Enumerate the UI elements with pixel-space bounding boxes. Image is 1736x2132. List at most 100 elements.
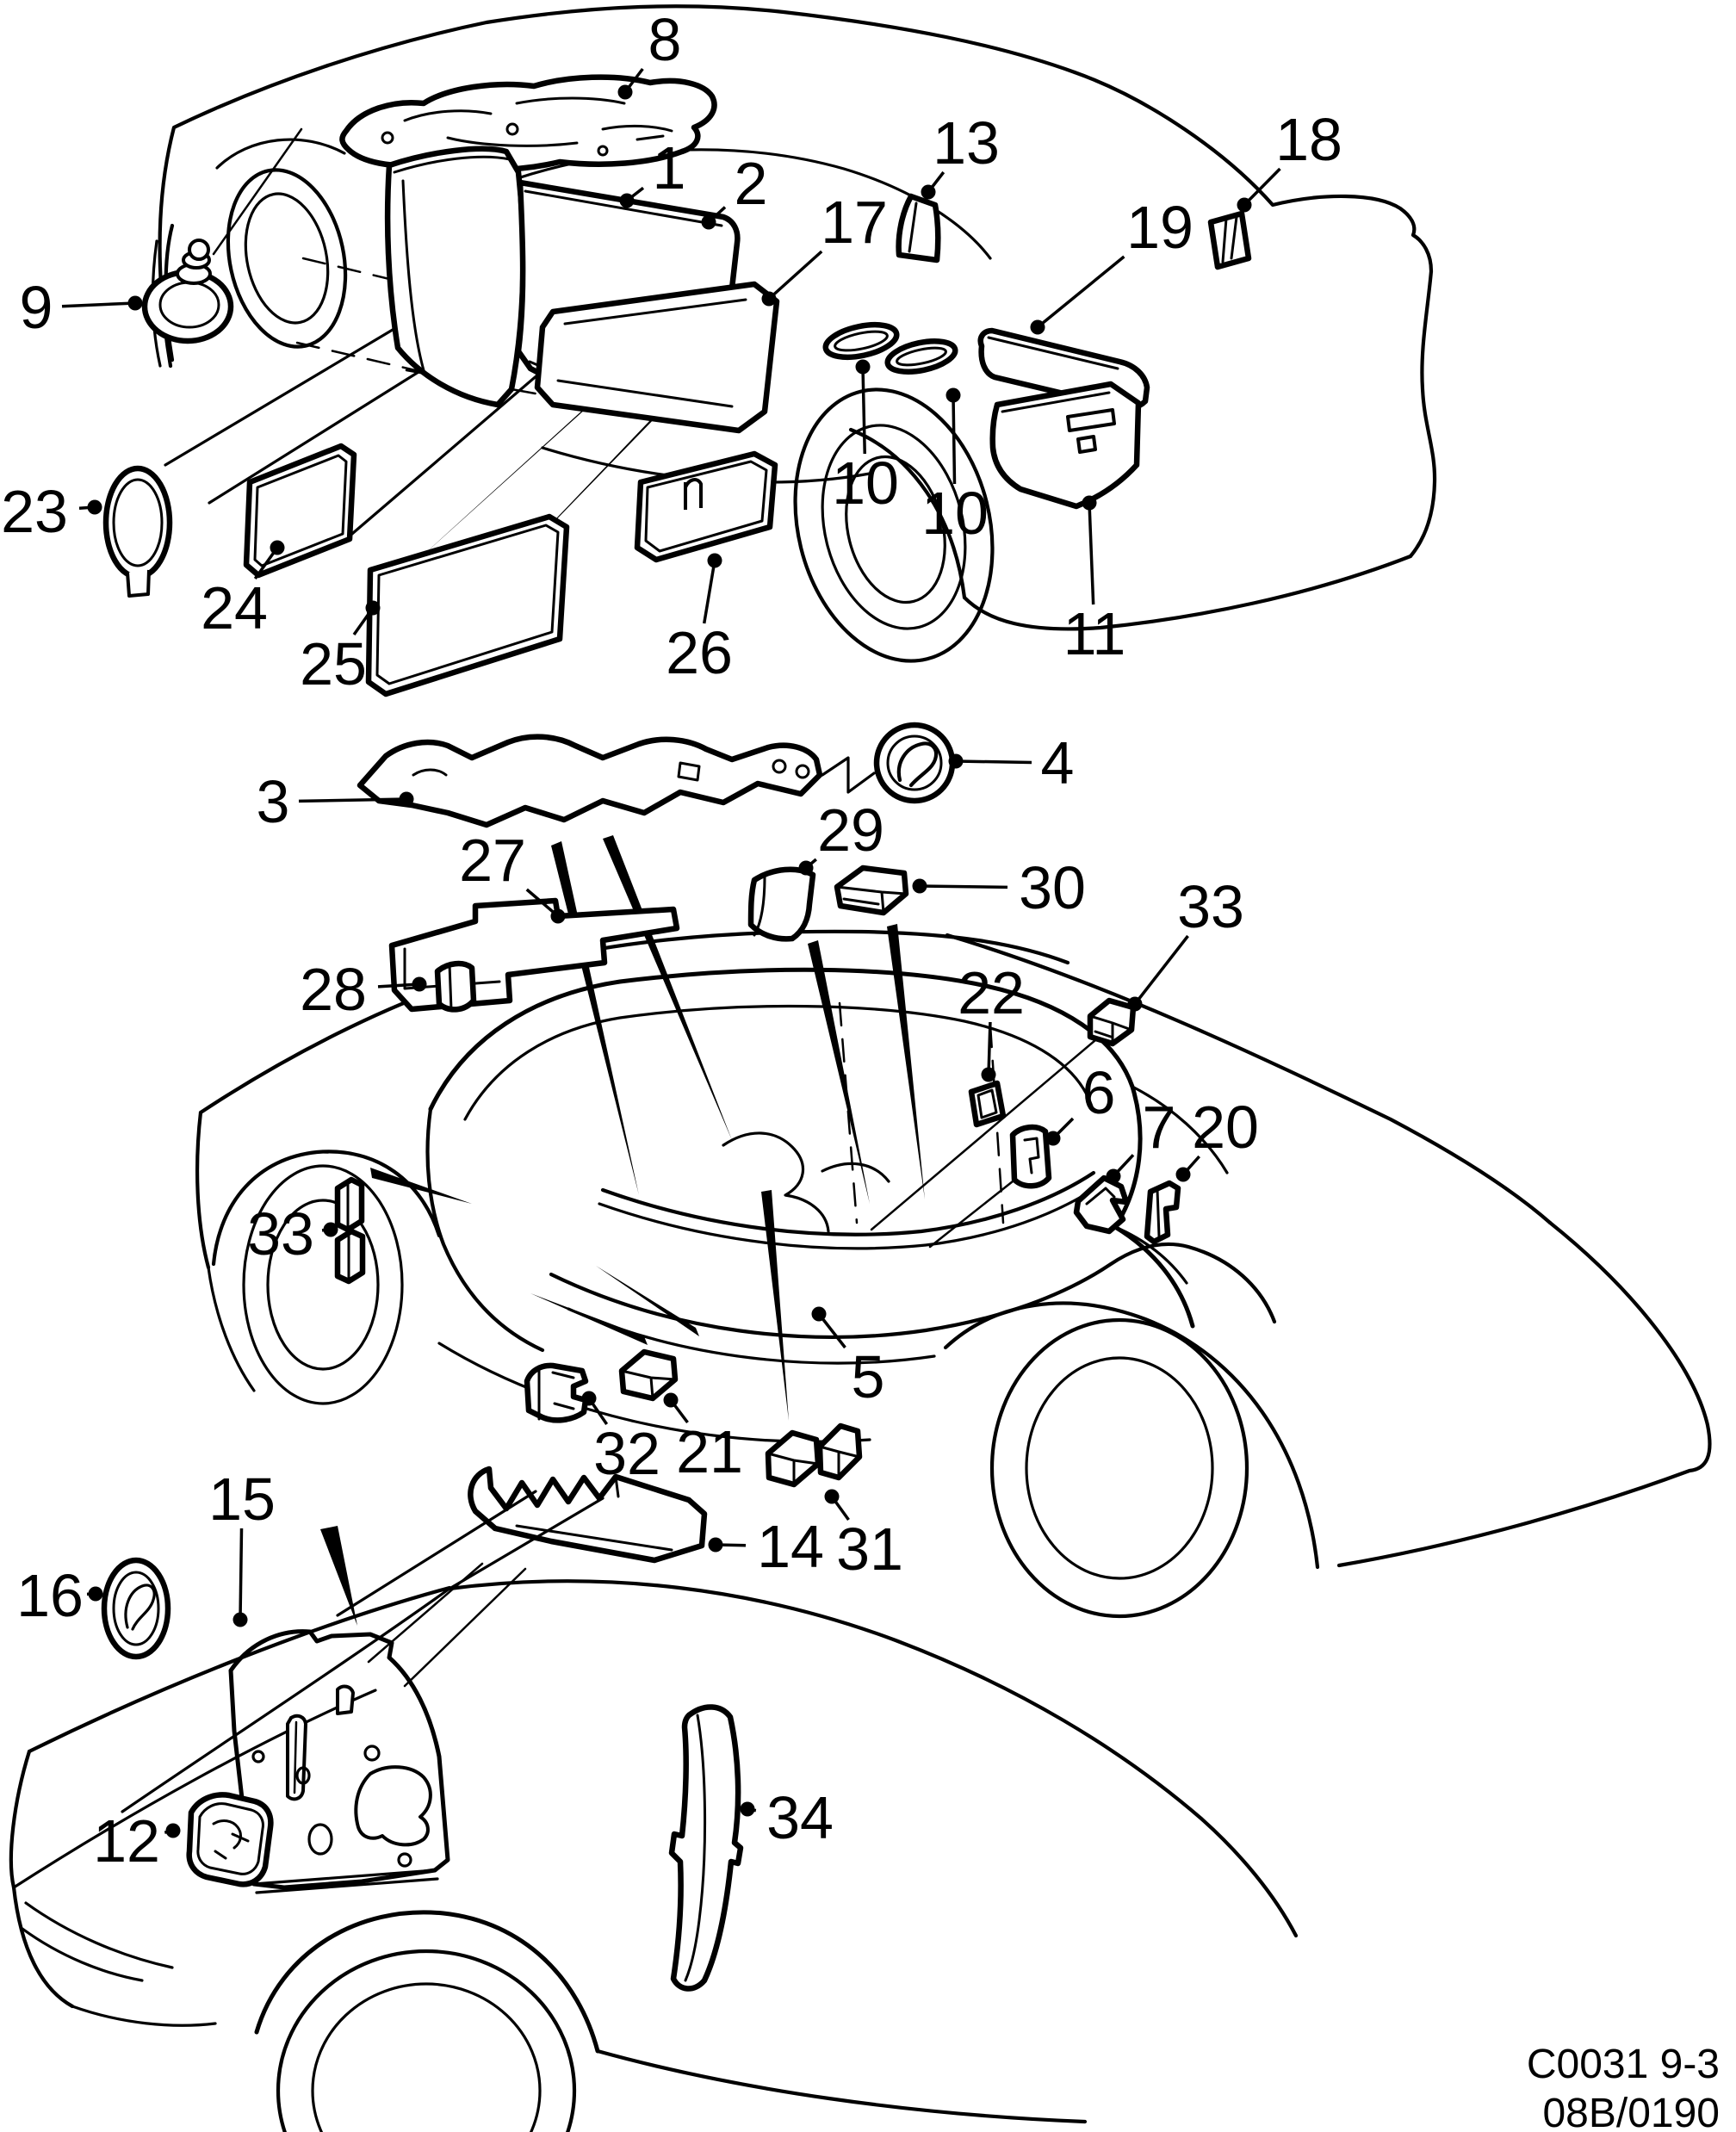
callout-number: 22 (958, 959, 1025, 1026)
part-26-damping-sheet (634, 450, 778, 563)
callout-18: 18 (1237, 106, 1342, 213)
trunk-bulkhead-panel (228, 1629, 450, 1894)
part-12-access-cover (186, 1792, 274, 1887)
callout-number: 31 (836, 1515, 903, 1583)
callout-leader-line (987, 1021, 992, 1075)
callout-26: 26 (666, 553, 733, 686)
callout-dot (921, 184, 936, 200)
callout-dot (912, 878, 927, 894)
callout-leader-line (239, 1528, 244, 1621)
part-33-foam-block-right (1087, 997, 1137, 1047)
part-11-quarter-trim-panel (989, 381, 1142, 510)
part-30-foam-block (834, 865, 909, 916)
callout-24: 24 (201, 540, 285, 641)
callout-5: 5 (811, 1306, 884, 1410)
callout-13: 13 (921, 109, 1000, 200)
figure-code-line2: 08B/0190 (1542, 2091, 1720, 2132)
callout-number: 18 (1275, 106, 1342, 173)
callout-number: 19 (1126, 194, 1194, 261)
callout-dot (701, 214, 716, 230)
callout-20: 20 (1175, 1094, 1259, 1182)
callout-dot (948, 753, 964, 769)
callout-number: 27 (459, 827, 526, 894)
callout-leader-line (702, 560, 716, 624)
callout-dot (1030, 319, 1045, 335)
callout-25: 25 (300, 600, 381, 697)
part-9-grommet (141, 239, 234, 344)
callout-22: 22 (958, 959, 1025, 1082)
callout-leader-line (1133, 934, 1189, 1006)
callout-number: 9 (20, 274, 53, 341)
callout-number: 3 (257, 768, 290, 835)
part-27-floor-panel (388, 897, 680, 1013)
callout-dot (619, 193, 635, 208)
callout-number: 7 (1143, 1094, 1176, 1161)
callout-dot (981, 1067, 996, 1082)
callout-number: 25 (300, 630, 367, 697)
callout-number: 30 (1019, 854, 1086, 921)
part-23-speaker-cover (102, 465, 173, 598)
part-1-bulkhead-panel (384, 146, 526, 408)
callout-number: 1 (653, 134, 686, 201)
callout-14: 14 (708, 1513, 824, 1580)
part-3-sill-insulation (356, 734, 876, 828)
callout-28: 28 (300, 956, 427, 1023)
callout-number: 10 (921, 480, 989, 547)
callout-number: 33 (247, 1200, 314, 1267)
callout-dot (270, 540, 285, 555)
callout-7: 7 (1106, 1094, 1176, 1184)
callout-23: 23 (1, 478, 102, 545)
callout-dot (761, 291, 777, 307)
callout-6: 6 (1045, 1059, 1116, 1146)
callout-leader-line (61, 301, 136, 308)
callout-dot (165, 1823, 181, 1838)
callout-dot (127, 295, 143, 311)
callout-number: 8 (648, 6, 682, 73)
callout-33: 33 (247, 1200, 338, 1267)
callout-3: 3 (257, 768, 414, 835)
callout-number: 10 (832, 449, 899, 517)
callout-leader-line (952, 394, 957, 485)
callout-21: 21 (663, 1392, 743, 1485)
part-13-corner-pad (896, 193, 941, 263)
callout-number: 15 (208, 1466, 276, 1533)
callout-12: 12 (93, 1807, 181, 1875)
exploded-parts-bottom (101, 1557, 744, 1992)
callout-dot (1106, 1168, 1121, 1184)
car-body-top-view (151, 4, 1437, 663)
callout-15: 15 (208, 1466, 276, 1627)
callout-27: 27 (459, 827, 566, 924)
callout-4: 4 (948, 729, 1075, 796)
callout-number: 28 (300, 956, 367, 1023)
part-25-damping-sheet (365, 513, 570, 697)
callout-dot (1127, 996, 1143, 1012)
part-28-foam-block (434, 960, 477, 1013)
part-16-speaker-cover (101, 1557, 171, 1660)
part-10-oval-pads (822, 321, 958, 375)
callout-dot (740, 1801, 755, 1817)
callout-10: 10 (921, 387, 989, 547)
callout-dot (581, 1391, 597, 1406)
callout-leader-line (1036, 255, 1125, 329)
callout-dot (1237, 197, 1252, 213)
callout-number: 4 (1041, 729, 1075, 796)
callout-number: 11 (1063, 600, 1126, 667)
callout-leader-line (1243, 167, 1281, 207)
car-body-bottom-view (9, 1490, 1299, 2132)
callout-number: 6 (1082, 1059, 1116, 1126)
figure-codes: C0031 9-3 08B/0190 (1527, 2042, 1720, 2132)
callout-dot (798, 860, 814, 876)
part-33-foam-blocks-left (334, 1176, 366, 1285)
exploded-parts-top (102, 74, 1252, 697)
callout-dot (399, 791, 414, 807)
callout-leader-line (919, 884, 1008, 889)
part-7-bracket-pad (1073, 1174, 1130, 1235)
callout-number: 14 (757, 1513, 824, 1580)
callout-dot (811, 1306, 827, 1322)
part-17-side-panel (534, 281, 780, 434)
callout-dot (232, 1612, 248, 1627)
callout-dot (1045, 1131, 1061, 1146)
